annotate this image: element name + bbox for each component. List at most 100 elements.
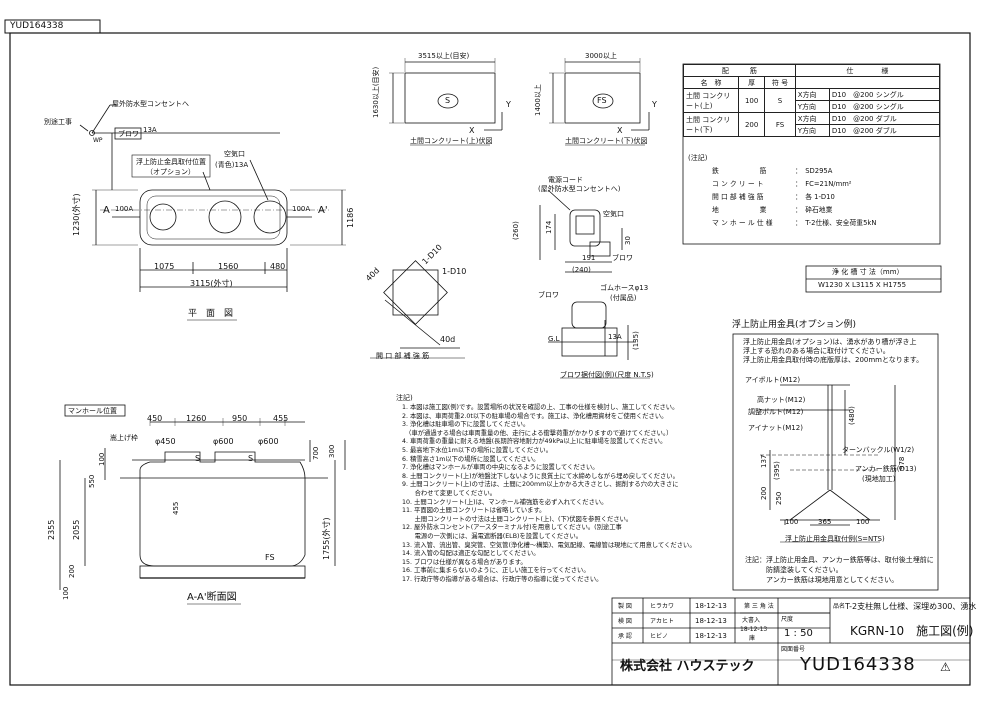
anchor-rebar-label: アンカー鉄筋(D13): [855, 465, 917, 473]
sec-dim-700: 700: [312, 446, 320, 460]
dim-total: 3115(外寸): [190, 279, 233, 288]
opening-40d2: 40d: [440, 335, 456, 344]
list-item: 17. 行政庁等の指導がある場合は、行政庁等の指導に従ってください。: [402, 575, 603, 583]
blower-pipe-13a: 13A: [608, 333, 622, 341]
rebar-thick-header: 厚: [737, 76, 766, 89]
tb-drawing-label: 図面番号: [781, 646, 806, 653]
anchor-dim-100b: 100: [856, 518, 870, 526]
option-note: （オプション）: [146, 168, 195, 176]
tb-issue-label: 大書入: [742, 617, 761, 624]
drawing-number: YUD164338: [800, 654, 916, 675]
drawing-number-tag: YUD164338: [10, 21, 64, 31]
rebar-name-header: 名 称: [683, 76, 739, 89]
notes-title: 注記): [396, 394, 413, 402]
rebar-title: 配 筋: [683, 64, 796, 77]
tb-angle: 第 三 角 法: [744, 603, 774, 610]
rebar-spec-header: 仕 様: [794, 64, 941, 77]
sec-dim-455: 455: [273, 414, 289, 423]
sec-phi-600a: φ600: [213, 437, 234, 446]
list-item: （車が通過する場合は車両重量の他、走行による衝撃荷重がかかりますので避けてくださ…: [402, 429, 673, 437]
dim-240: (240): [572, 266, 591, 274]
tb-role-3: 承 認: [618, 633, 632, 640]
sec-dim-100b: 100: [62, 586, 70, 600]
list-item: 12. 屋外防水コンセント(アースターミナル付)を用意してください。(別途工事: [402, 524, 622, 532]
anchor-desc-1: 浮上防止用金具(オプション)は、湧水があり槽が浮き上: [743, 338, 917, 346]
list-item: 電源の一次側には、漏電遮断器(ELB)を設置してください。: [402, 532, 583, 540]
section-mark-a: A: [103, 205, 110, 216]
list-item: 合わせて変更してください。: [402, 489, 497, 497]
opening-caption: 開 口 部 補 強 筋: [376, 352, 430, 360]
tb-scale-value: 1 : 50: [784, 628, 813, 639]
dim-260: (260): [512, 221, 520, 240]
tb-issue-mark: 庫: [749, 635, 756, 642]
pipe-13a-label: 13A: [143, 126, 157, 134]
slab-lower-mark: FS: [597, 96, 607, 105]
tb-date-2: 18-12-13: [695, 617, 727, 625]
sec-dim-950: 950: [232, 414, 248, 423]
hose-label: ゴムホースφ13: [600, 284, 649, 292]
anchor-dim-200: 200: [760, 486, 768, 500]
tb-item-desc: T-2支柱無し仕様、深埋め300、湧水: [845, 602, 977, 611]
outlet-100a: 100A: [292, 205, 311, 213]
slab-lower-caption: 土間コンクリート(下)伏図: [565, 137, 648, 145]
list-item: 3. 浄化槽は駐車場の下に設置してください。: [402, 421, 530, 429]
dim-1075: 1075: [154, 262, 175, 271]
tb-date-3: 18-12-13: [695, 632, 727, 640]
slab-lower-length: 3000以上: [585, 52, 617, 60]
adjust-bolt-label: 調整ボルト(M12): [748, 408, 804, 416]
hose-note: (付属品): [610, 294, 637, 302]
blower-label-2: ブロワ: [612, 254, 633, 262]
dim-135: (135): [632, 331, 640, 350]
eye-bolt-label: アイボルト(M12): [745, 376, 801, 384]
dim-1560: 1560: [218, 262, 239, 271]
anchor-note-3: アンカー鉄筋は現地用意としてください。: [745, 576, 899, 584]
inlet-100a: 100A: [115, 205, 134, 213]
dim-174: 174: [545, 220, 553, 234]
list-item: 6. 積雪高さ1m以下の場所に設置してください。: [402, 455, 540, 463]
list-item: 2. 本図は、車両荷重2.0t以下の駐車場の場合です。施工は、浄化槽用資材をご使…: [402, 412, 668, 420]
slab-upper-length: 3515以上(目安): [418, 52, 470, 60]
eye-nut-label: アイナット(M12): [748, 424, 803, 432]
sec-dim-550: 550: [88, 474, 96, 488]
sec-dim-2355: 2355: [47, 519, 56, 540]
anchor-note-2: 防錆塗装してください。: [745, 566, 843, 574]
tb-role-2: 検 図: [618, 618, 632, 625]
anchor-dim-365: 365: [818, 518, 832, 526]
slab-upper-caption: 土間コンクリート(上)伏図: [410, 137, 493, 145]
sec-phi-450: φ450: [155, 437, 176, 446]
tank-size-title: 浄 化 槽 寸 法（mm）: [832, 268, 904, 276]
section-mark-a2: A': [318, 205, 328, 216]
turnbuckle-label: ターンバックル(W1/2): [842, 446, 915, 454]
height-adjust-label: 嵩上げ枠: [110, 434, 138, 442]
dim-480: 480: [270, 262, 286, 271]
tb-scale-label: 尺度: [781, 616, 794, 623]
anchor-dim-978: 978: [898, 456, 906, 470]
list-item: 7. 浄化槽はマンホールが車両の中央になるように設置してください。: [402, 464, 599, 472]
blower-caption: ブロワ据付図(例)(尺度 N.T.S): [560, 371, 654, 379]
plan-caption: 平 面 図: [188, 309, 234, 319]
list-item: 10. 土間コンクリート(上)は、マンホール補強筋を必ず入れてください。: [402, 498, 608, 506]
slab-lower-x: X: [617, 126, 623, 135]
air-inlet-label: 空気口: [224, 150, 245, 158]
tb-name-1: ヒラカワ: [650, 603, 675, 610]
list-item: 11. 平面図の土間コンクリートは省略しています。: [402, 507, 546, 515]
anchor-desc-3: 浮上防止用金具取付時の底版厚は、200mmとなります。: [743, 356, 924, 364]
slab-upper-y: Y: [506, 100, 511, 109]
sec-dim-450: 450: [147, 414, 163, 423]
sec-mark-s1: S: [195, 454, 201, 463]
anchor-rebar-note: (現地加工): [862, 475, 896, 483]
sec-dim-200: 200: [68, 564, 76, 578]
spec-notes-values: ： SD295A ： FC=21N/mm² ： 各 1-D10 ： 砕石地業 ：…: [795, 167, 877, 227]
spec-notes-keys: 鉄 筋 コ ン ク リ ー ト 開 口 部 補 強 筋 地 業 マ ン ホ ー …: [712, 167, 773, 227]
list-item: 15. ブロワは仕様が異なる場合があります。: [402, 558, 527, 566]
list-item: 14. 流入管の勾配は適正な勾配としてください。: [402, 550, 540, 558]
slab-lower-y: Y: [652, 100, 657, 109]
dim-width: 1230(外寸): [72, 193, 81, 236]
slab-upper-x: X: [469, 126, 475, 135]
blower-label-3: ブロワ: [538, 291, 559, 299]
